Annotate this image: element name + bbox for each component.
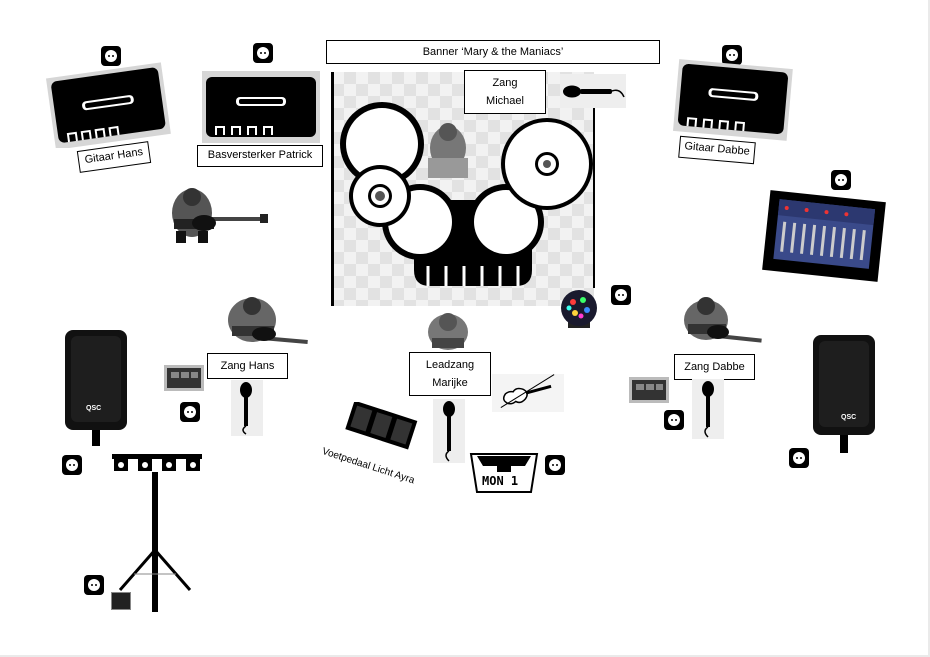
zang-dabbe-label: Zang Dabbe — [674, 354, 755, 380]
guitarist-icon — [228, 297, 308, 344]
leadzang-line2: Marijke — [432, 377, 468, 389]
microphone-icon — [560, 74, 626, 108]
power-outlet-icon — [62, 455, 82, 475]
drum-kit-icon — [340, 102, 593, 286]
monitor-wedge-icon — [469, 453, 539, 493]
speaker-brand: QSC — [841, 414, 857, 421]
violin-icon — [492, 374, 564, 412]
page-edge-right — [928, 0, 930, 657]
zang-hans-label: Zang Hans — [207, 353, 288, 379]
power-outlet-icon — [545, 455, 565, 475]
zang-michael-label: Zang Michael — [464, 70, 546, 114]
pa-speaker-icon — [65, 330, 127, 446]
power-outlet-icon — [180, 402, 200, 422]
foot-pedal-icon — [345, 402, 418, 450]
power-outlet-icon — [664, 410, 684, 430]
power-outlet-icon — [789, 448, 809, 468]
power-outlet-icon — [84, 575, 104, 595]
microphone-icon — [433, 399, 465, 463]
light-bar-icon — [112, 454, 202, 612]
switch-box — [111, 592, 131, 610]
power-outlet-icon — [253, 43, 273, 63]
power-outlet-icon — [722, 45, 742, 65]
banner-label: Banner ‘Mary & the Maniacs’ — [326, 40, 660, 64]
power-outlet-icon — [611, 285, 631, 305]
guitar-amp-icon — [45, 62, 171, 148]
guitarist-icon — [684, 297, 762, 343]
foot-pedal-icon — [164, 365, 204, 391]
guitarist-icon — [172, 188, 268, 243]
basversterker-patrick-label: Basversterker Patrick — [197, 145, 323, 167]
power-outlet-icon — [101, 46, 121, 66]
microphone-icon — [231, 380, 263, 436]
pa-speaker-icon — [813, 335, 875, 453]
riser-edge-right — [593, 100, 595, 288]
page-edge-bottom — [0, 655, 930, 657]
foot-pedal-icon — [629, 377, 669, 403]
power-outlet-icon — [831, 170, 851, 190]
zang-michael-line2: Michael — [486, 95, 524, 107]
mixing-console-icon — [762, 190, 886, 282]
microphone-icon — [692, 379, 724, 439]
leadzang-line1: Leadzang — [425, 359, 475, 371]
singer-icon — [428, 313, 468, 350]
disco-light-icon — [561, 290, 597, 328]
leadzang-marijke-label: Leadzang Marijke — [409, 352, 491, 396]
speaker-brand: QSC — [86, 405, 102, 412]
guitar-amp-icon — [202, 71, 320, 143]
guitar-amp-icon — [672, 59, 793, 141]
zang-michael-line1: Zang — [492, 77, 518, 89]
voetpedaal-label: Voetpedaal Licht Ayra — [320, 446, 416, 487]
monitor-label: MON 1 — [482, 474, 519, 488]
riser-edge-left — [331, 72, 334, 306]
